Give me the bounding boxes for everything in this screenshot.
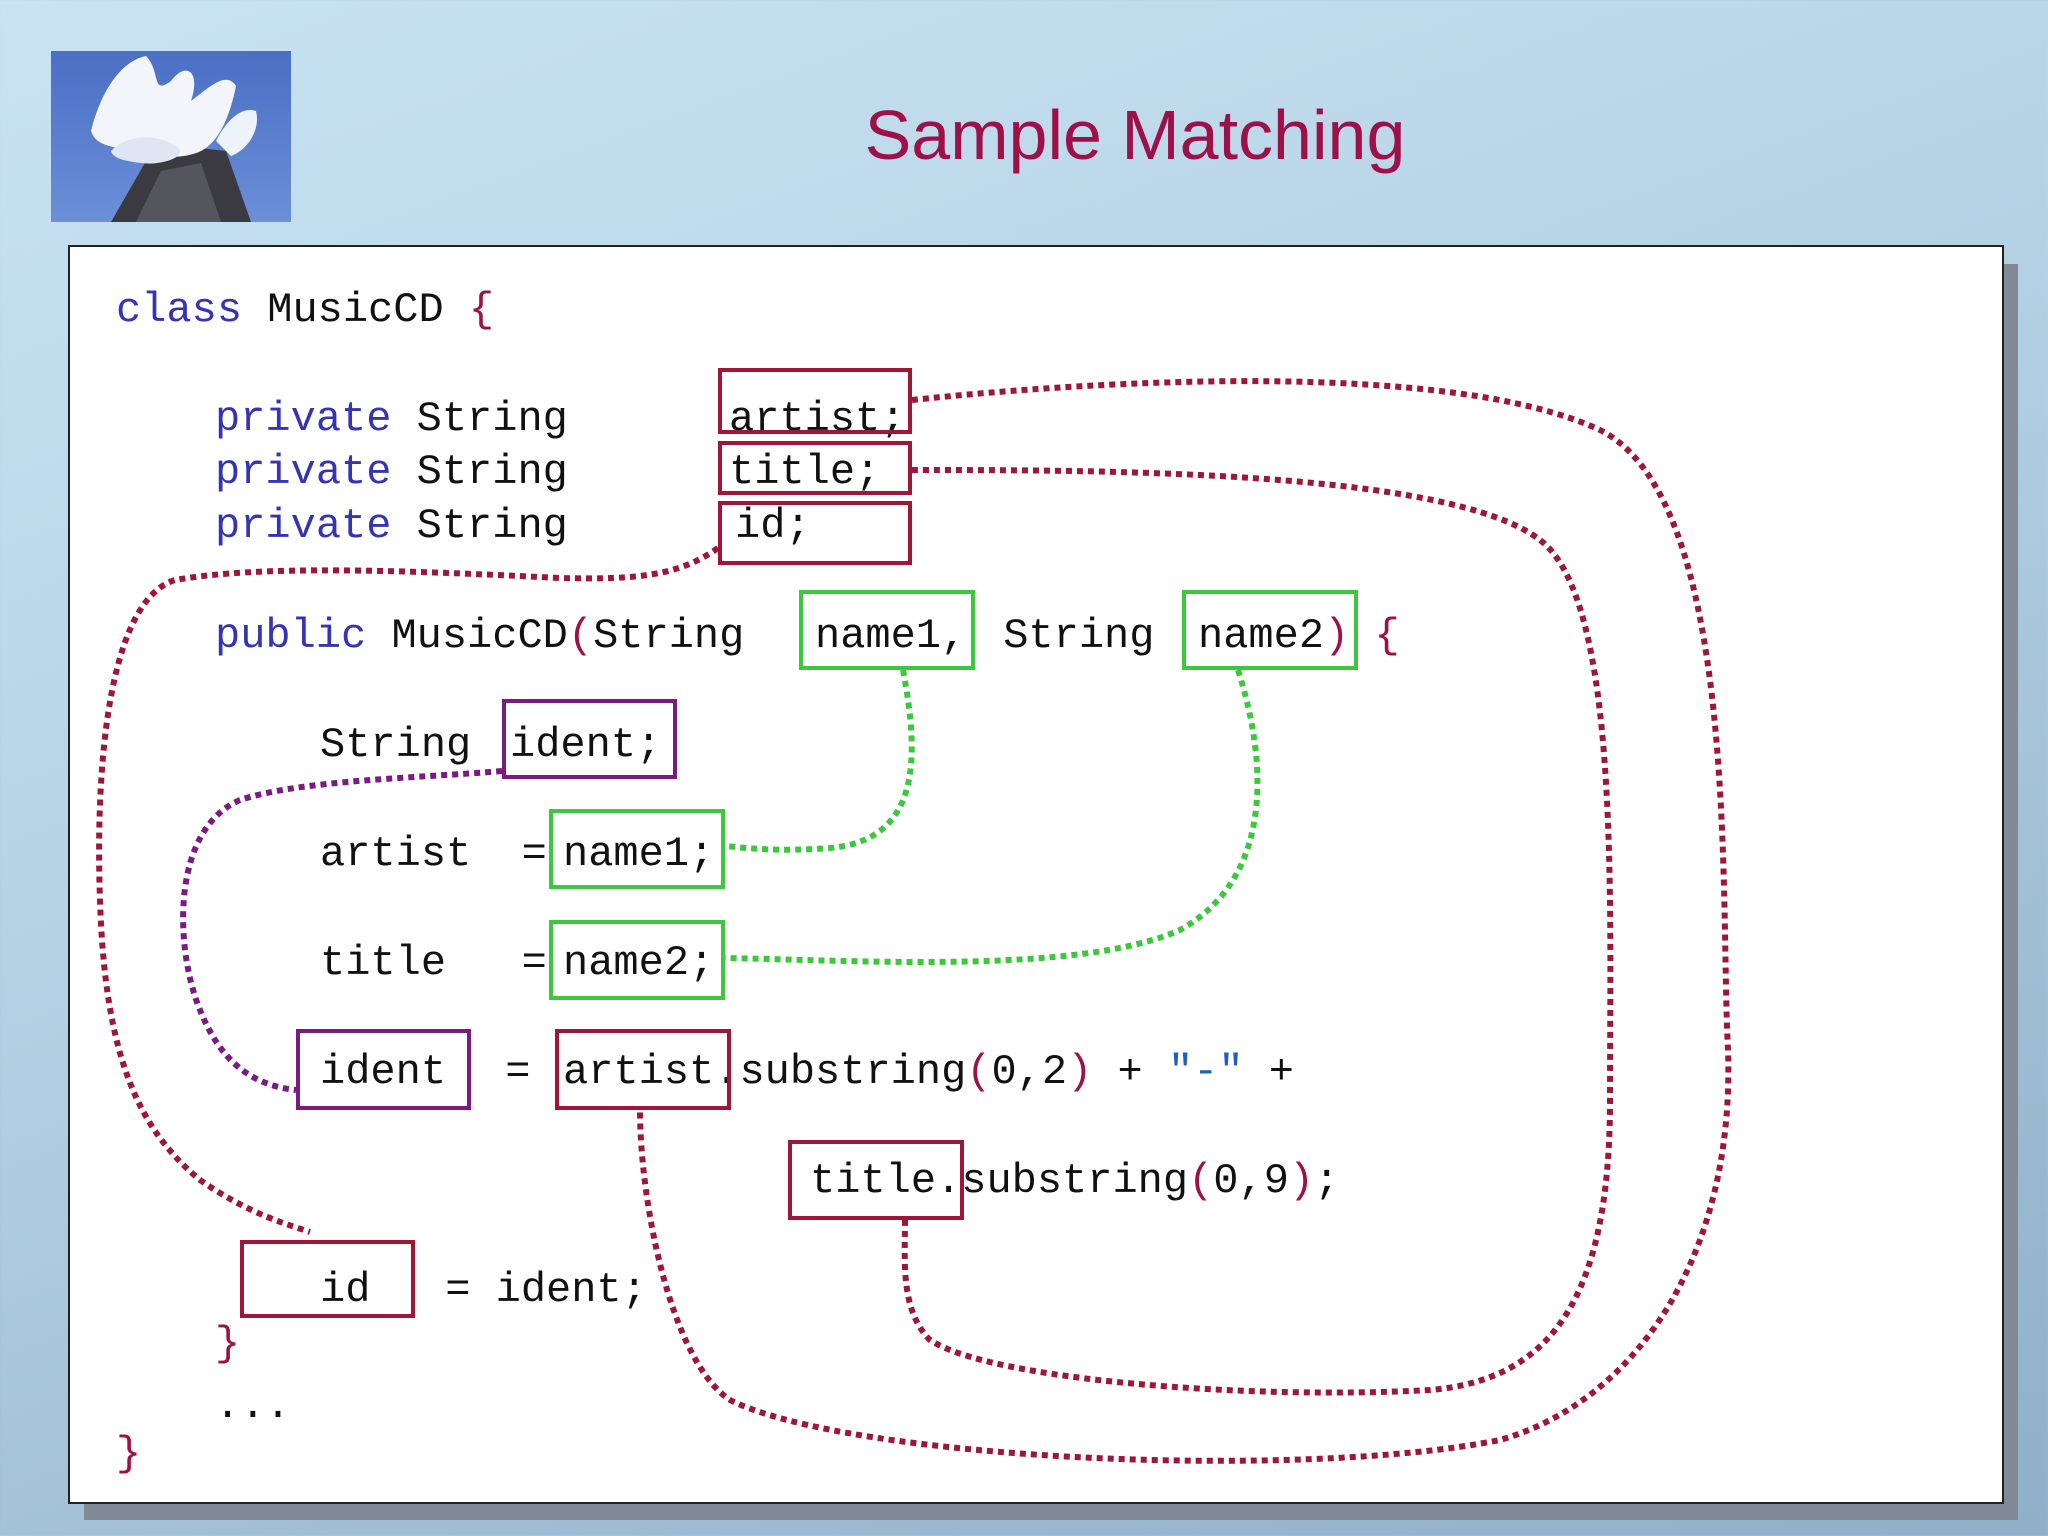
plus-operator: + (1243, 1048, 1295, 1096)
field-name-title: title; (729, 448, 881, 496)
constructor-close-brace: } (215, 1320, 241, 1368)
keyword-class: class (116, 286, 243, 334)
field-line-title: private String (215, 446, 568, 498)
box-lhs-id (240, 1240, 415, 1318)
paren-close: ) (1067, 1048, 1093, 1096)
box-title-ref (788, 1140, 964, 1220)
assign-artist-lhs: artist = (320, 830, 573, 878)
assign-ident-rhs: artist.substring(0,2) + "-" + (563, 1046, 1294, 1098)
box-field-artist (718, 368, 912, 434)
keyword-private: private (215, 448, 392, 496)
semicolon: ; (1314, 1157, 1340, 1205)
field-line-artist: private String (215, 393, 568, 445)
paren-open: ( (966, 1048, 992, 1096)
param-type: String (593, 612, 770, 660)
artist-ref: artist (563, 1048, 715, 1096)
constructor-name: MusicCD (366, 612, 568, 660)
paren-close: ) (1288, 1157, 1315, 1205)
type-string: String (320, 721, 497, 769)
box-rhs-name2 (549, 920, 725, 1000)
param-type-2: String (978, 612, 1180, 660)
box-lhs-ident (296, 1029, 471, 1110)
assign-title-lhs: title = (320, 939, 573, 987)
param-name1: name1, (815, 612, 967, 660)
paren-open: ( (1188, 1157, 1214, 1205)
substring-args: 0,2 (991, 1048, 1068, 1096)
code-panel (68, 245, 2004, 1504)
substring-call: .substring (714, 1048, 967, 1096)
box-param-name2 (1182, 590, 1358, 670)
param-name2-text: name2 (1198, 612, 1325, 660)
type-string: String (391, 395, 568, 443)
paren-close: ) (1324, 612, 1350, 660)
connector-ident (180, 768, 503, 1093)
box-artist-ref (555, 1029, 731, 1110)
class-name: MusicCD (242, 286, 469, 334)
assign-ident-continuation: title.substring(0,9); (810, 1155, 1339, 1207)
connector-artist (637, 378, 1732, 1464)
assign-id-lhs: id (320, 1266, 371, 1314)
field-line-id: private String (215, 500, 568, 552)
type-string: String (391, 502, 568, 550)
plus-operator: + (1092, 1048, 1168, 1096)
assign-id-rhs: = ident; (420, 1266, 647, 1314)
keyword-private: private (215, 502, 392, 550)
keyword-private: private (215, 395, 392, 443)
substring-args: 0,9 (1213, 1157, 1289, 1205)
local-var-ident: ident; (510, 721, 662, 769)
class-declaration: class MusicCD { (116, 284, 494, 336)
brace-open: { (1349, 612, 1400, 660)
class-close-brace: } (116, 1430, 142, 1478)
title-ref: title (810, 1157, 937, 1205)
connector-title (901, 467, 1614, 1396)
box-decl-ident (502, 699, 677, 779)
assign-artist-rhs: name1; (563, 830, 715, 878)
connector-name2 (724, 669, 1261, 965)
paren-open: ( (567, 612, 594, 660)
type-string: String (391, 448, 568, 496)
constructor-line: public MusicCD(String (215, 610, 770, 662)
slide-title: Sample Matching (864, 96, 1406, 174)
field-name-artist: artist; (729, 395, 906, 443)
string-literal: "-" (1167, 1048, 1244, 1096)
box-rhs-name1 (549, 809, 725, 889)
brace-open: { (468, 286, 495, 334)
field-name-id: id; (735, 502, 811, 550)
keyword-public: public (215, 612, 367, 660)
param-name2: name2) { (1198, 610, 1400, 662)
substring-call: .substring (936, 1157, 1189, 1205)
box-field-id (718, 501, 912, 565)
assign-ident-eq: = (480, 1048, 556, 1096)
connector-id (96, 545, 720, 1235)
box-field-title (718, 441, 912, 495)
ellipsis: ... (215, 1382, 291, 1430)
assign-ident-lhs: ident (320, 1048, 447, 1096)
connector-name1 (724, 669, 915, 853)
assign-title-rhs: name2; (563, 939, 715, 987)
local-declaration: String (320, 719, 496, 771)
wave-crashing-on-rock-photo (51, 51, 291, 222)
box-param-name1 (799, 590, 975, 670)
